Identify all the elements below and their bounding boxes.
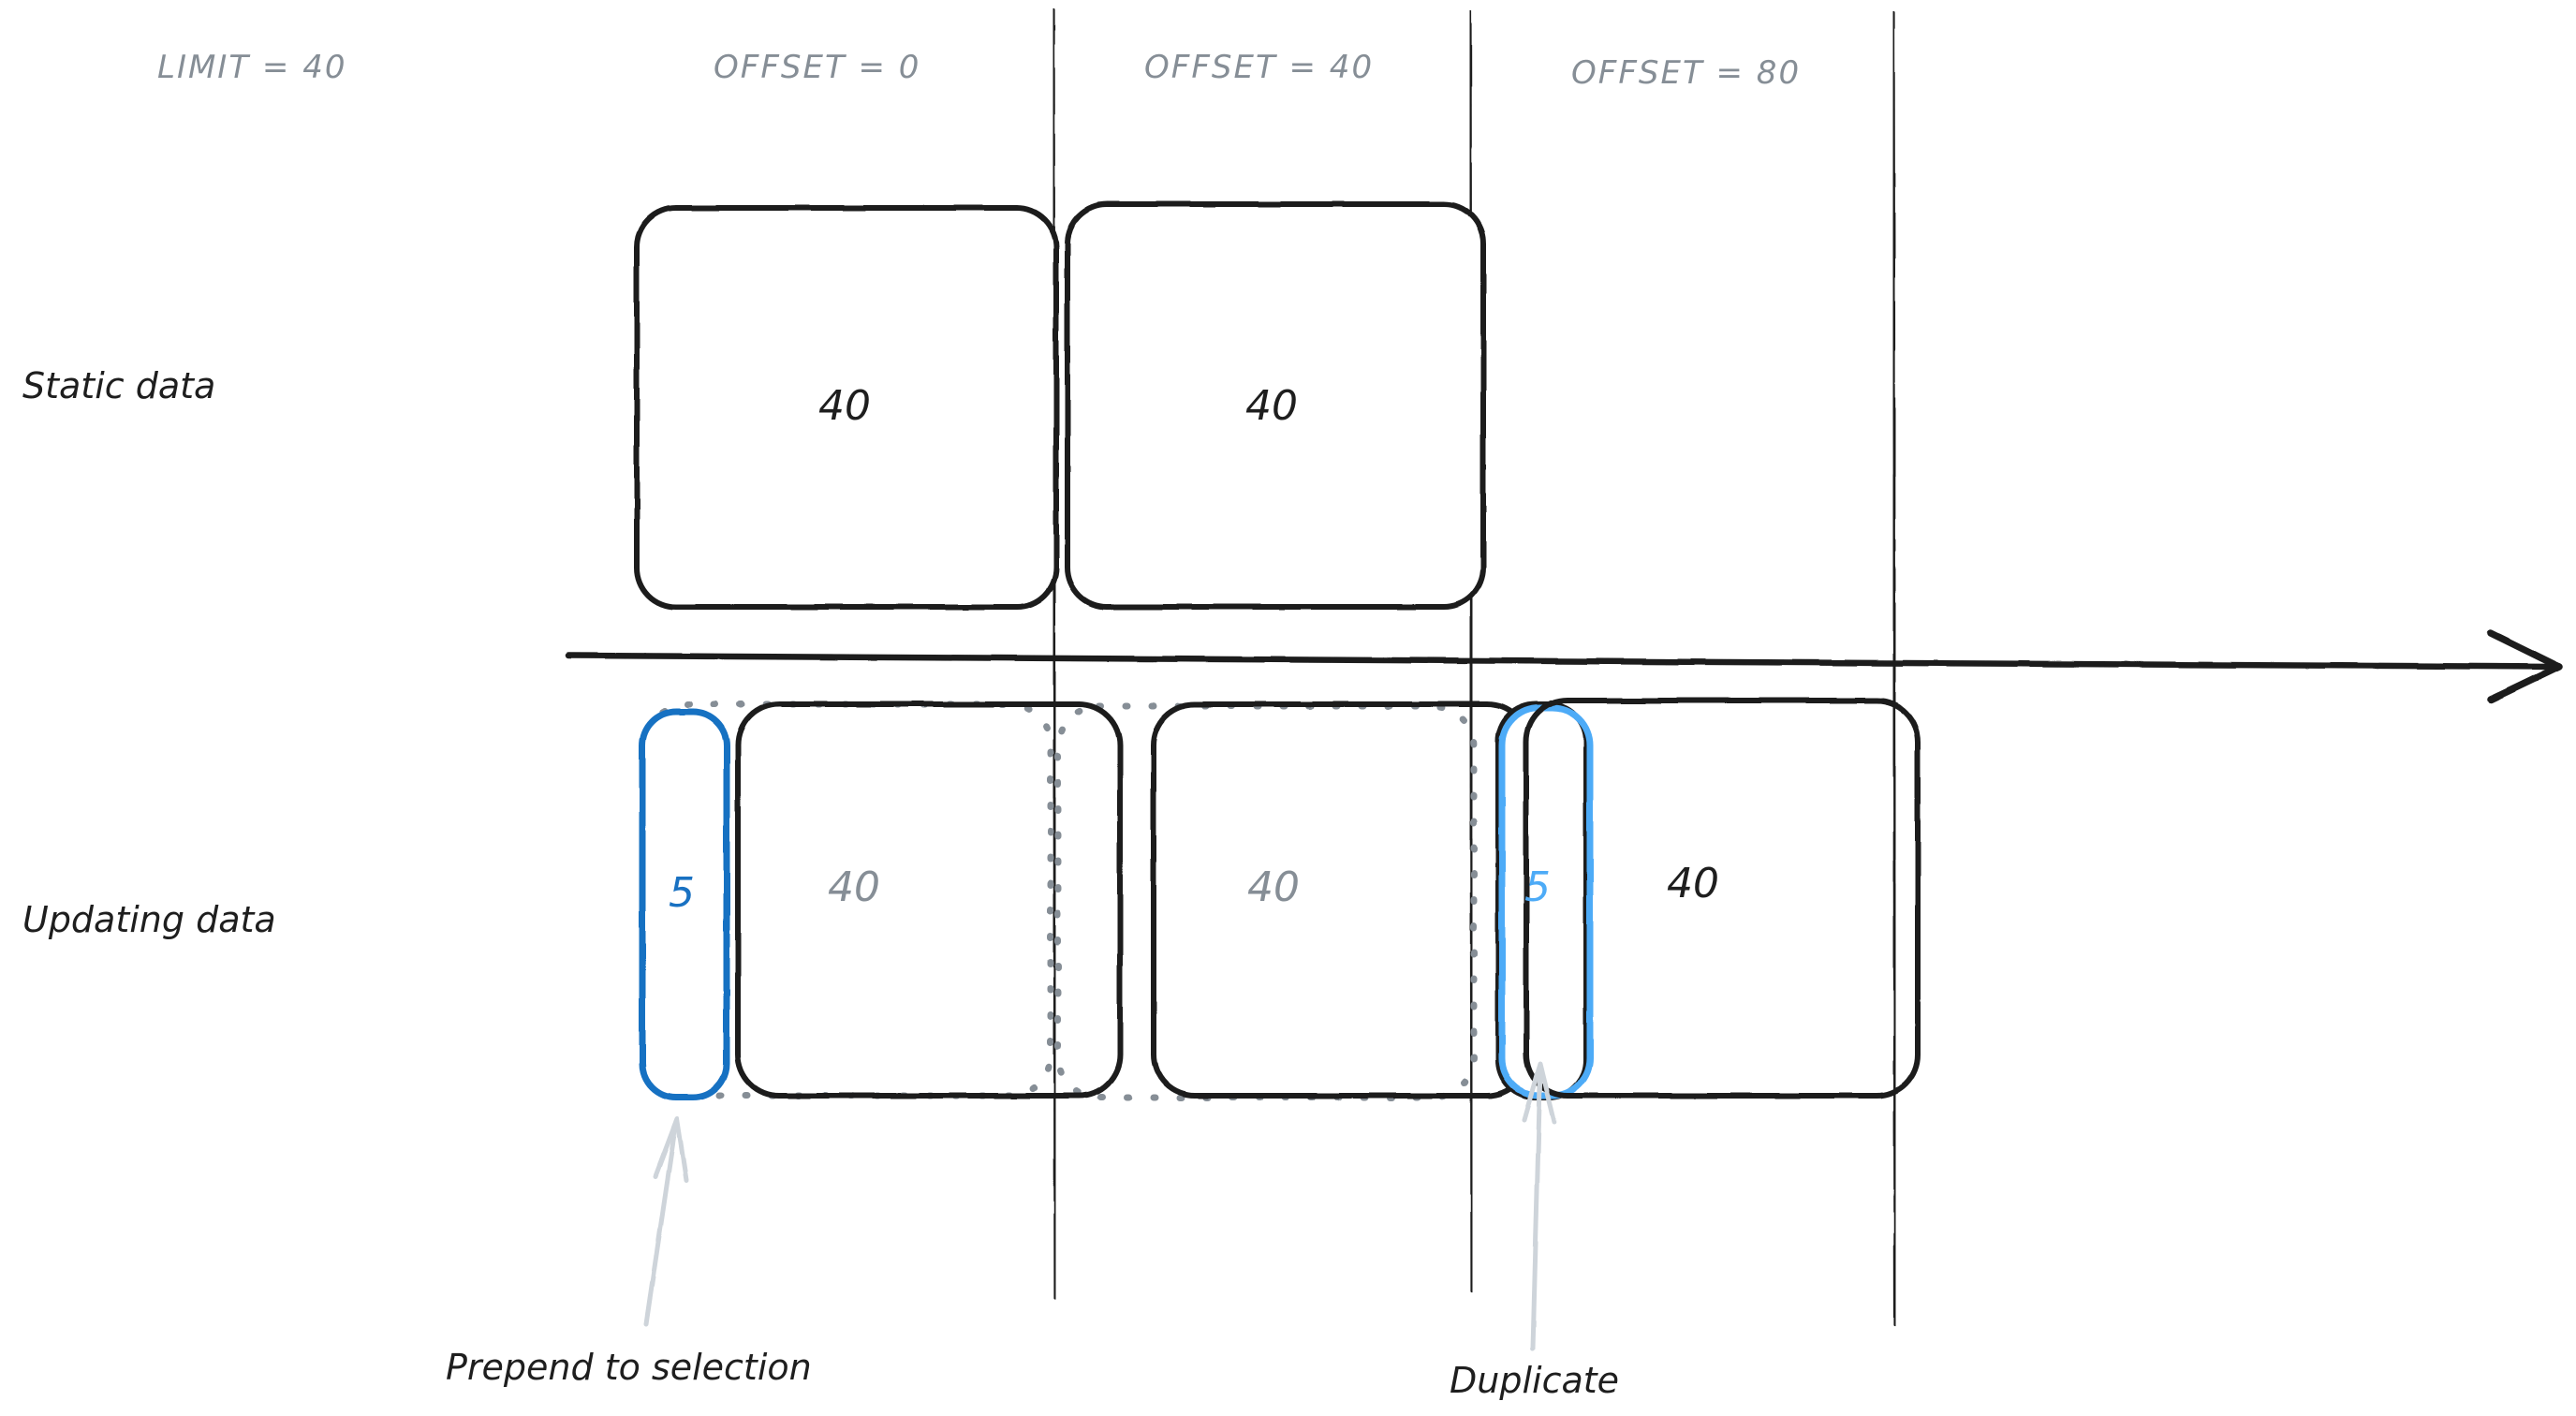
updating-box-3-value: 40 [1667, 860, 1719, 907]
annotation-prepend-label: Prepend to selection [446, 1347, 812, 1388]
updating-box-2-value: 40 [1247, 863, 1300, 911]
header-offset-40: OFFSET = 40 [1144, 49, 1375, 86]
updating-chunk-duplicate-value: 5 [1524, 863, 1551, 911]
static-box-1 [634, 205, 1059, 610]
static-box-2 [1065, 201, 1486, 610]
column-divider-offset-40 [1468, 9, 1474, 1292]
updating-box-3 [1524, 698, 1921, 1099]
column-divider-offset-80 [1892, 11, 1897, 1326]
ghost-outline-2 [1054, 702, 1478, 1101]
time-axis-arrow [565, 629, 2563, 703]
updating-chunk-duplicate [1495, 701, 1594, 1100]
annotation-duplicate-label: Duplicate [1450, 1360, 1620, 1401]
header-offset-0: OFFSET = 0 [714, 49, 921, 86]
row-label-updating: Updating data [22, 899, 276, 940]
updating-chunk-prepend-value: 5 [669, 869, 695, 917]
updating-box-1-value: 40 [828, 863, 880, 911]
updating-box-1 [735, 701, 1123, 1099]
static-box-1-value: 40 [818, 382, 871, 430]
column-divider-offset-0 [1052, 7, 1057, 1300]
header-offset-80: OFFSET = 80 [1571, 54, 1802, 92]
updating-chunk-prepend [639, 708, 730, 1101]
header-limit: LIMIT = 40 [157, 49, 347, 86]
duplicate-annotation-arrow [1522, 1061, 1557, 1351]
static-box-2-value: 40 [1245, 382, 1298, 430]
prepend-annotation-arrow [643, 1116, 689, 1327]
row-label-static: Static data [22, 365, 216, 406]
